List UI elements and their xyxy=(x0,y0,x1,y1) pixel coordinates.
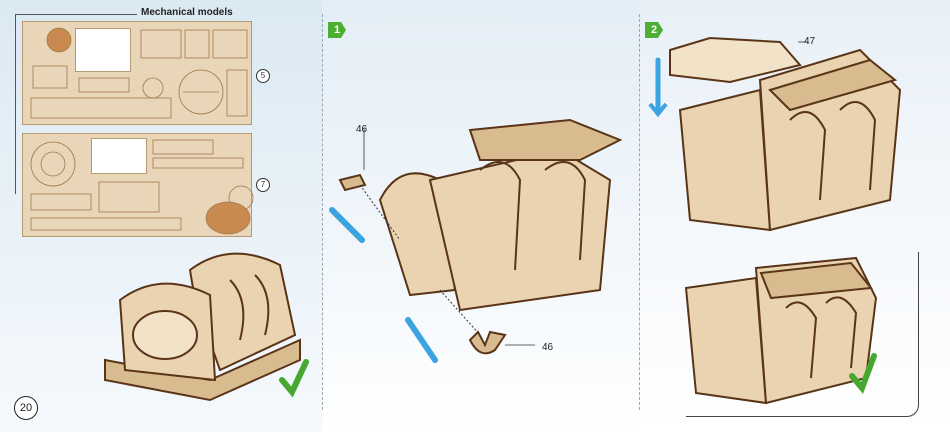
section-title: Mechanical models xyxy=(141,7,233,18)
sheet-number: 5 xyxy=(256,69,270,83)
plywood-sheet xyxy=(22,21,252,125)
title-rule xyxy=(15,14,137,15)
page-number: 20 xyxy=(14,396,38,420)
title-rule-vertical xyxy=(15,14,16,194)
step-badge: 1 xyxy=(328,22,346,38)
step-number: 1 xyxy=(334,24,340,36)
step-1-assembly-drawing xyxy=(330,120,630,380)
arrow-icon xyxy=(332,210,362,240)
sheet-parts-drawing xyxy=(23,134,253,238)
sheet-parts-drawing xyxy=(23,22,253,126)
arrow-icon xyxy=(408,320,435,360)
plywood-sheet xyxy=(22,133,252,237)
panel-divider xyxy=(639,14,640,410)
step-2-assembly-drawing xyxy=(650,30,920,250)
panel-divider xyxy=(322,14,323,410)
finished-model-drawing xyxy=(100,240,310,410)
step-2-result-drawing xyxy=(676,258,896,418)
sheet-number: 7 xyxy=(256,178,270,192)
